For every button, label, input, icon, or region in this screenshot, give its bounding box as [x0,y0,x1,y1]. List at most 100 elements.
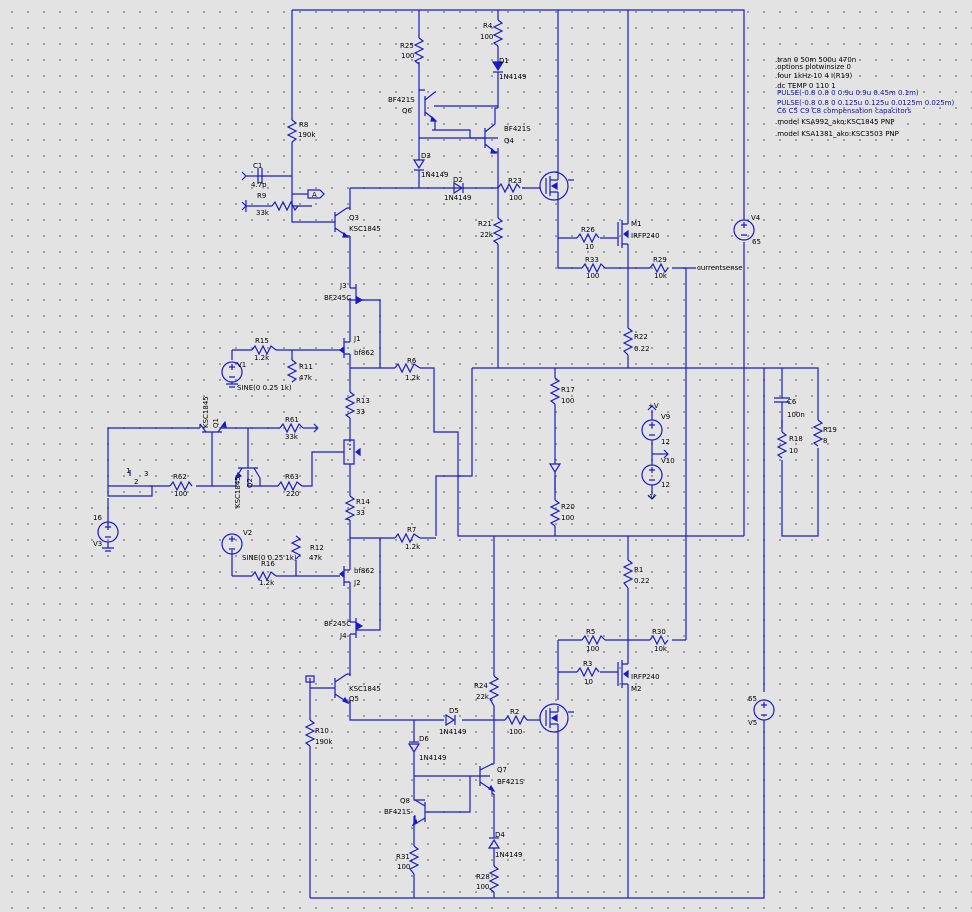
label-R8-name[interactable]: R8 [299,121,308,129]
label-R20-name[interactable]: R20 [561,503,575,511]
diode-D2[interactable] [453,181,464,195]
label-Q4-name[interactable]: Q4 [504,137,515,145]
label-R19-value[interactable]: 8 [823,437,827,445]
label-R17-name[interactable]: R17 [561,386,575,394]
label-Q1-name[interactable]: Q1 [212,418,220,428]
jfet-J1[interactable] [339,334,351,358]
voltage-source-V2[interactable] [221,533,243,555]
transistor-Q8[interactable] [411,799,434,827]
resistor-R3[interactable] [576,666,600,678]
directive-dc[interactable]: .dc TEMP 0 110 1 [775,82,836,90]
resistor-R63[interactable] [277,480,303,492]
label-D3-value[interactable]: 1N4149 [421,171,449,179]
label-D3-name[interactable]: D3 [421,152,431,160]
resistor-R61[interactable] [279,422,304,434]
label-R31-name[interactable]: R31 [396,853,410,861]
resistor-R2[interactable] [504,714,528,726]
label-R5-name[interactable]: R5 [586,628,595,636]
label-R28-name[interactable]: R28 [476,873,490,881]
resistor-R18[interactable] [776,431,788,459]
label-C6-value[interactable]: 100n [787,411,805,419]
label-V2-value[interactable]: SINE(0 0.25 1k) [242,554,297,562]
resistor-R5[interactable] [581,634,606,646]
label-D2-value[interactable]: 1N4149 [444,194,472,202]
jfet-J4[interactable] [349,616,364,640]
label-D1-value[interactable]: 1N4149 [499,73,527,81]
resistor-R16[interactable] [251,570,277,582]
resistor-R62[interactable] [169,480,193,492]
label-R7-name[interactable]: R7 [407,526,416,534]
label-R2-value[interactable]: 100 [509,728,522,736]
transistor-Q1[interactable] [199,420,227,440]
diode-D4[interactable] [487,832,501,850]
label-J2-name[interactable]: J2 [353,579,361,587]
capacitor-C1[interactable] [241,168,263,184]
label-R9-value[interactable]: 33k [256,209,270,217]
label-Q7-name[interactable]: Q7 [497,766,507,774]
label-R8-value[interactable]: 190k [298,131,316,139]
net-flag-A[interactable] [307,189,325,199]
voltage-source-V1[interactable] [221,361,243,388]
label-R9-name[interactable]: R9 [257,192,266,200]
label-R5-value[interactable]: 100 [586,645,599,653]
label-Q6-name[interactable]: Q6 [402,107,413,115]
label-D4-value[interactable]: 1N4149 [495,851,523,859]
resistor-R21[interactable] [492,217,504,245]
label-Q5-value[interactable]: KSC1845 [349,685,381,693]
label-J4-value[interactable]: BF245C [324,620,351,628]
mosfet-M2[interactable] [617,660,629,700]
label-R12-value[interactable]: 47k [309,554,323,562]
label-R3-name[interactable]: R3 [583,660,592,668]
label-Q2-value[interactable]: KSC1845 [234,476,242,508]
label-V1-name[interactable]: V1 [237,361,246,369]
resistor-R20[interactable] [549,499,561,527]
mosfet-M1[interactable] [617,214,629,248]
label-V5-name[interactable]: V5 [748,719,757,727]
voltage-source-V4[interactable] [733,219,755,241]
label-R23-value[interactable]: 100 [509,194,522,202]
label-R61-name[interactable]: R61 [285,416,299,424]
label-R29-value[interactable]: 10k [654,272,668,280]
label-R10-value[interactable]: 190k [315,738,333,746]
label-R10-name[interactable]: R10 [315,727,329,735]
label-D1-name[interactable]: D1 [499,57,509,65]
label-R30-value[interactable]: 10k [654,645,668,653]
label-R7-value[interactable]: 1.2k [405,543,421,551]
label-R23-name[interactable]: R23 [508,177,522,185]
label-R16-value[interactable]: 1.2k [259,579,275,587]
label-V4-value[interactable]: 65 [752,238,761,246]
label-R63-name[interactable]: R63 [285,473,299,481]
resistor-R12[interactable] [290,535,302,560]
resistor-R13[interactable] [344,391,356,419]
label-R11-value[interactable]: 47k [299,374,313,382]
selector-switch[interactable] [107,485,153,497]
diode-D3[interactable] [412,158,426,174]
resistor-R22[interactable] [622,327,634,356]
label-D5-name[interactable]: D5 [449,707,459,715]
resistor-R24[interactable] [488,675,500,707]
label-V3-name[interactable]: V3 [93,540,102,548]
label-M2-name[interactable]: M2 [631,685,642,693]
label-V5-value[interactable]: 65 [748,695,757,703]
label-R63-value[interactable]: 220 [286,490,299,498]
label-R22-value[interactable]: 0.22 [634,345,650,353]
resistor-R29[interactable] [649,262,669,274]
label-V9-value[interactable]: 12 [661,438,670,446]
label-Q7-value[interactable]: BF421S [497,778,524,786]
resistor-R23[interactable] [497,182,521,194]
directive-model-ksa992[interactable]: .model KSA992_ako:KSC1845 PNP [775,118,894,126]
label-D5-value[interactable]: 1N4149 [439,728,467,736]
transistor-Q5[interactable] [334,673,351,705]
resistor-R1[interactable] [622,559,634,589]
label-R6-name[interactable]: R6 [407,357,417,365]
label-R1-value[interactable]: 0.22 [634,577,650,585]
resistor-R6[interactable] [394,362,421,374]
label-R17-value[interactable]: 100 [561,397,574,405]
resistor-R4[interactable] [492,19,504,47]
directive-four[interactable]: .four 1kHz 10 4 I(R19) [775,72,853,80]
diode-D5[interactable] [445,713,456,727]
resistor-R15[interactable] [251,344,277,356]
label-R62-value[interactable]: 100 [174,490,187,498]
label-R33-name[interactable]: R33 [585,256,599,264]
